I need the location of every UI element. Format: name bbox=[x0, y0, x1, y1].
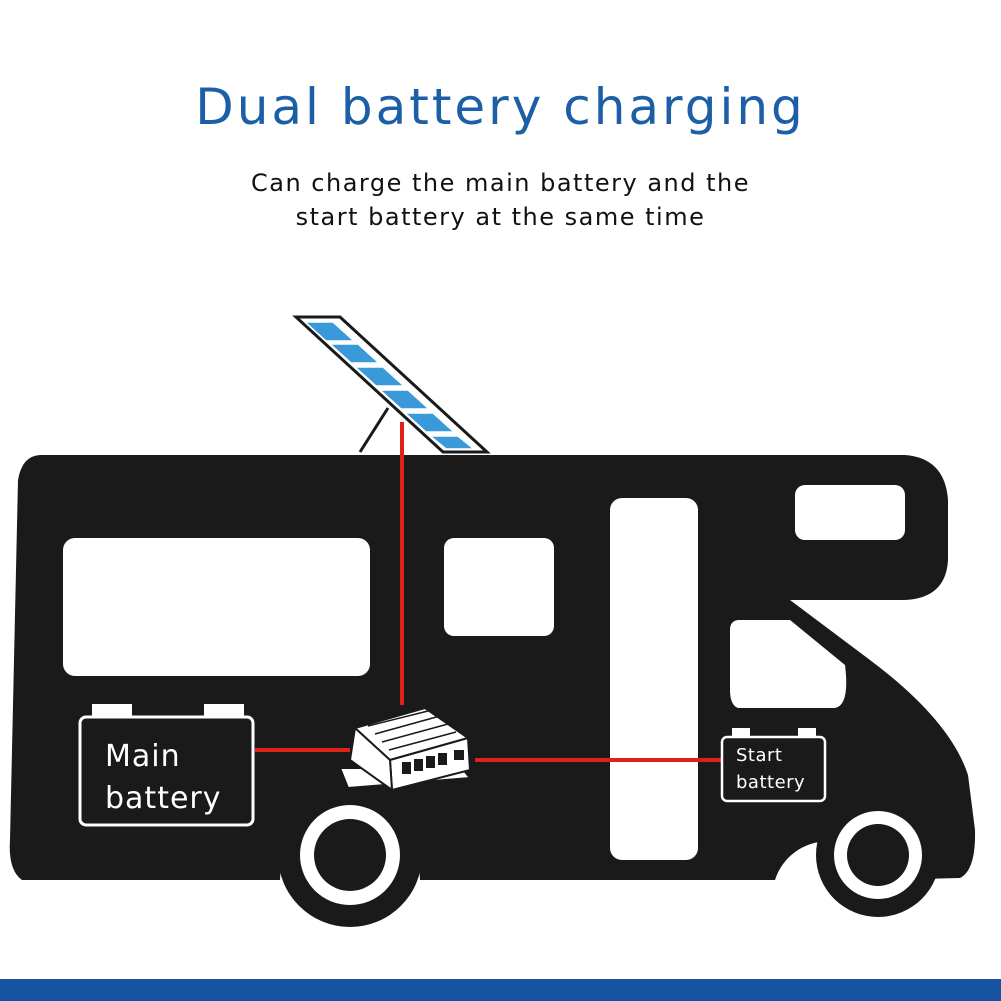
charge-controller-icon bbox=[338, 706, 472, 793]
subtitle-line-1: Can charge the main battery and the bbox=[251, 169, 750, 197]
start-battery-label-line-1: Start bbox=[736, 745, 782, 766]
main-battery-label-line-1: Main bbox=[105, 739, 181, 774]
start-battery: Start battery bbox=[720, 728, 827, 803]
main-battery: Main battery bbox=[78, 704, 255, 827]
main-battery-label-line-2: battery bbox=[105, 781, 222, 816]
wiring bbox=[255, 422, 722, 762]
bottom-accent-bar bbox=[0, 979, 1001, 1001]
solar-panel-icon bbox=[292, 315, 491, 454]
page-subtitle: Can charge the main battery and the star… bbox=[0, 166, 1001, 234]
motorhome-icon bbox=[9, 455, 976, 927]
page-title: Dual battery charging bbox=[195, 78, 806, 136]
start-battery-label-line-2: battery bbox=[736, 772, 805, 793]
subtitle-line-2: start battery at the same time bbox=[295, 203, 706, 231]
